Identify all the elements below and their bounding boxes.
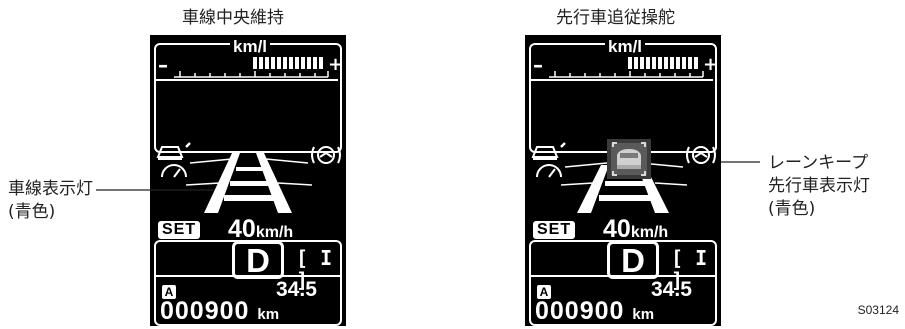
fuel-unit-label: km/l	[230, 38, 271, 56]
callout-line: 先行車表示灯	[768, 176, 870, 196]
meter-display: km/l – +	[525, 35, 721, 326]
car-gauge-icon	[156, 142, 191, 178]
fuel-unit-label: km/l	[605, 38, 646, 56]
plus-sign: +	[328, 54, 344, 75]
trip-a-badge: A	[537, 285, 551, 299]
minus-sign: –	[158, 53, 168, 77]
box-divider	[529, 79, 713, 81]
info-divider	[154, 275, 340, 277]
car-gauge-icon	[531, 142, 566, 178]
steering-icon	[686, 146, 716, 164]
callout-line: (青色)	[768, 199, 816, 219]
lane-lines-icon	[185, 153, 313, 213]
lead-vehicle-icon	[607, 139, 651, 179]
panel-title: 車線中央維持	[182, 8, 284, 28]
set-speed: 40km/h	[603, 215, 669, 243]
fuel-scale	[174, 57, 329, 78]
trip-a-badge: A	[162, 285, 176, 299]
panel-title: 先行車追従操舵	[556, 8, 675, 28]
box-divider	[154, 79, 338, 81]
lane-graphic	[531, 139, 716, 213]
odometer: 000900 km	[535, 297, 655, 325]
manual-mode-indicator: [ I ]	[671, 246, 708, 292]
trip-value: 34.5	[651, 278, 692, 301]
trip-value: 34.5	[276, 278, 317, 301]
steering-icon	[311, 146, 341, 164]
odometer-unit: km	[257, 306, 280, 323]
odometer-unit: km	[632, 306, 655, 323]
lane-graphic	[156, 142, 341, 213]
callout-line: 車線表示灯	[8, 179, 93, 199]
manual-mode-indicator: [ I ]	[296, 246, 333, 292]
gear-indicator: D	[232, 241, 284, 279]
plus-sign: +	[703, 54, 719, 75]
speed-unit: km/h	[255, 224, 294, 241]
info-divider	[529, 275, 715, 277]
callout-line: (青色)	[8, 202, 56, 222]
callout-line: レーンキープ	[768, 153, 869, 173]
speed-unit: km/h	[630, 224, 669, 241]
lane-indicator-callout: 車線表示灯 (青色)	[8, 178, 93, 224]
fuel-scale	[549, 57, 704, 78]
minus-sign: –	[533, 53, 543, 77]
gear-indicator: D	[607, 241, 659, 279]
figure-code: S03124	[857, 303, 899, 317]
set-badge: SET	[533, 221, 576, 239]
set-badge: SET	[158, 221, 201, 239]
meter-display: km/l – +	[150, 35, 346, 326]
odometer: 000900 km	[160, 297, 280, 325]
set-speed: 40km/h	[228, 215, 294, 243]
lead-vehicle-indicator-callout: レーンキープ 先行車表示灯 (青色)	[768, 152, 870, 221]
